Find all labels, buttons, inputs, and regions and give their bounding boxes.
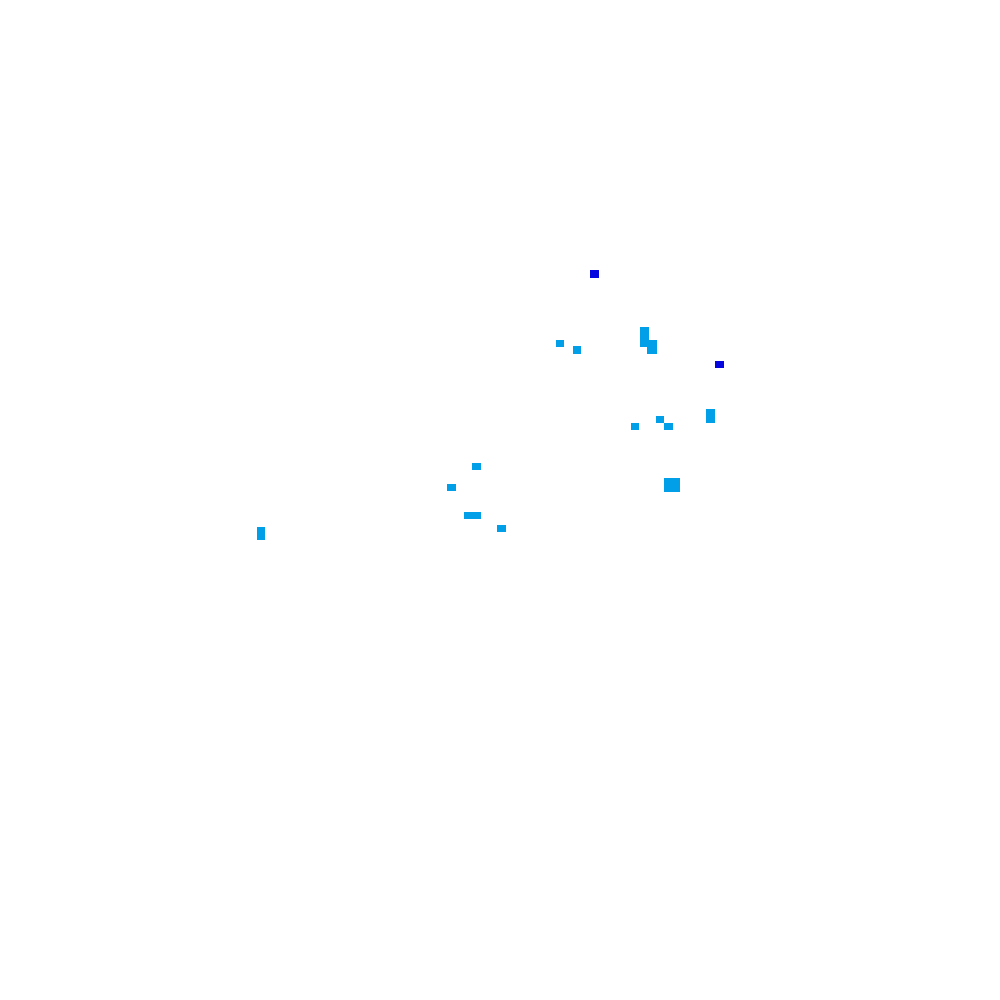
map-cell-light: [497, 525, 506, 532]
map-cell-light: [556, 340, 564, 347]
map-cell-light: [664, 423, 673, 430]
map-cell-light: [464, 512, 481, 519]
map-cell-light: [706, 409, 715, 415]
map-cell-light: [647, 340, 657, 354]
map-cell-light: [257, 527, 265, 533]
map-cell-light: [472, 463, 481, 470]
map-cell-light: [664, 478, 680, 492]
map-cell-light: [573, 346, 581, 354]
map-cell-light: [706, 409, 715, 423]
map-cell-light: [257, 527, 265, 540]
map-cell-light: [640, 327, 649, 347]
map-cell-light: [631, 423, 639, 430]
map-cell-light: [447, 484, 456, 491]
map-cell-light: [656, 416, 664, 423]
cells-layer: [257, 270, 724, 540]
map-cell-dark: [715, 361, 724, 368]
map-cell-dark: [590, 270, 599, 278]
